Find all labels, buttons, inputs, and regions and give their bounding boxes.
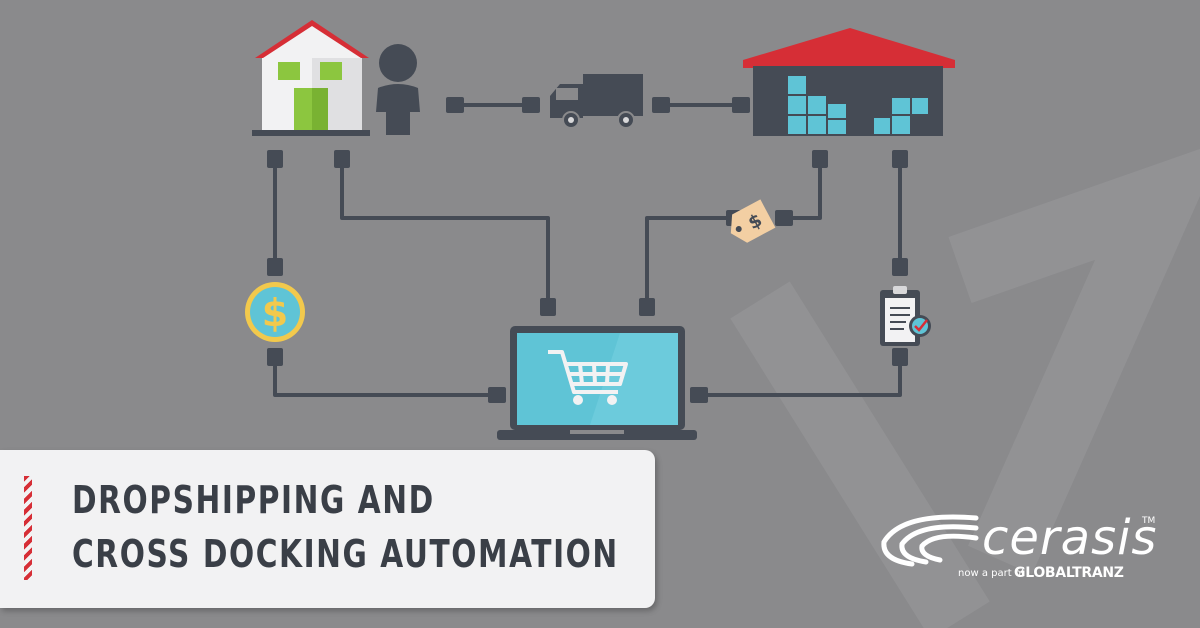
price-tag-icon: $ xyxy=(730,199,776,243)
connector-plugs xyxy=(267,97,908,403)
laptop-icon xyxy=(497,326,697,440)
line-customer-to-laptop xyxy=(340,165,550,300)
title-banner: DROPSHIPPING AND CROSS DOCKING AUTOMATIO… xyxy=(0,450,655,608)
plug-icon xyxy=(334,150,350,168)
trademark-mark: TM xyxy=(1142,516,1156,526)
swoosh-icon xyxy=(881,514,979,567)
page-title-line-1: DROPSHIPPING AND xyxy=(72,478,435,522)
coin-symbol: $ xyxy=(262,291,288,335)
plug-icon xyxy=(690,387,708,403)
clipboard-icon xyxy=(880,286,931,346)
payment-coin-icon: $ xyxy=(245,282,305,342)
line-tag-to-laptop xyxy=(645,216,735,300)
page-title-line-2: CROSS DOCKING AUTOMATION xyxy=(72,532,619,576)
title-accent-stripe xyxy=(24,476,32,580)
watermark-logo xyxy=(730,148,1200,628)
parent-company-name: GLOBALTRANZ xyxy=(1014,565,1124,581)
person-icon xyxy=(376,44,420,135)
plug-icon xyxy=(892,348,908,366)
plug-icon xyxy=(488,387,506,403)
plug-icon xyxy=(652,97,670,113)
plug-icon xyxy=(267,150,283,168)
plug-icon xyxy=(732,97,750,113)
plug-icon xyxy=(267,348,283,366)
brand-tagline: now a part of xyxy=(958,568,1025,579)
plug-icon xyxy=(892,150,908,168)
brand-logo: cerasis TM now a part of GLOBALTRANZ xyxy=(872,510,1172,590)
plug-icon xyxy=(892,258,908,276)
plug-icon xyxy=(446,97,464,113)
line-warehouse-to-tag xyxy=(790,165,822,220)
truck-icon xyxy=(550,74,643,129)
shopping-cart-icon xyxy=(548,350,628,394)
house-icon xyxy=(252,20,370,136)
plug-icon xyxy=(639,298,655,316)
plug-icon xyxy=(775,210,793,226)
plug-icon xyxy=(540,298,556,316)
plug-icon xyxy=(812,150,828,168)
line-payment-to-laptop xyxy=(273,350,495,397)
warehouse-icon xyxy=(743,28,955,136)
brand-name: cerasis xyxy=(982,510,1158,566)
plug-icon xyxy=(522,97,540,113)
plug-icon xyxy=(267,258,283,276)
